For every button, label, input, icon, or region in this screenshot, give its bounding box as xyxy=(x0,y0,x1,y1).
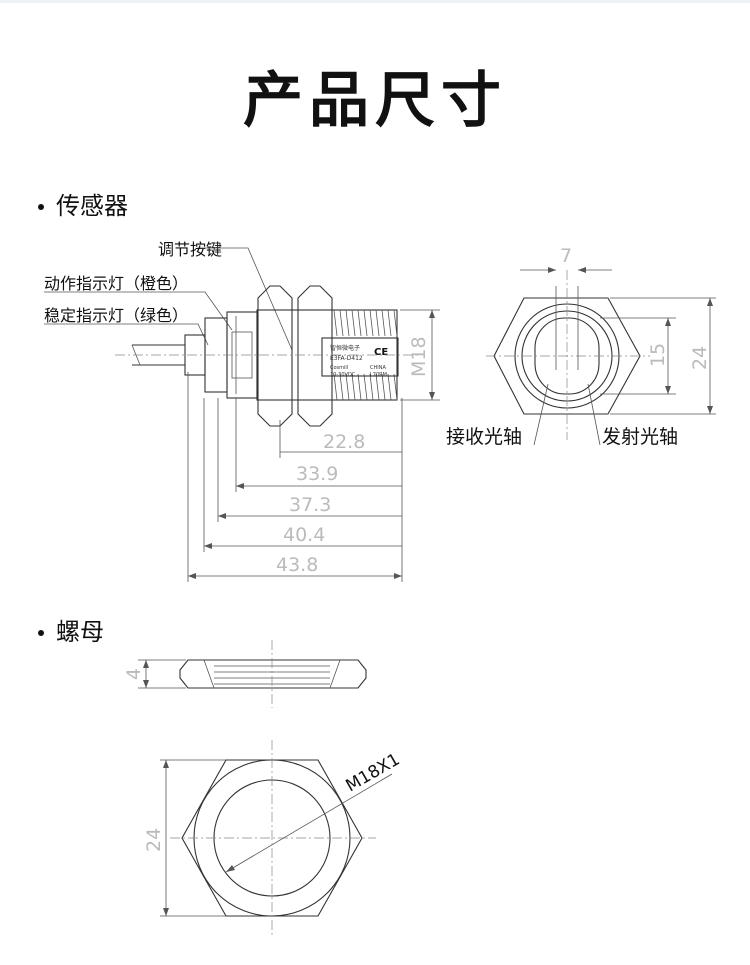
dim-nut-hex: 24 xyxy=(143,759,226,917)
thread-line xyxy=(363,309,368,337)
dim-24-text: 24 xyxy=(689,346,711,370)
plate-line5: 10-30VDC xyxy=(330,372,356,378)
section-sensor: 传感器 xyxy=(38,186,128,221)
label-plate: 智恒微电子 E3FA-D412 Cosmill CHINA 10-30VDC L… xyxy=(321,337,399,378)
section-nut-label: 螺母 xyxy=(56,618,104,646)
ce-mark: CE xyxy=(374,347,388,358)
dim-m18: M18 xyxy=(400,309,440,401)
thread-line xyxy=(393,309,398,337)
plate-line2: E3FA-D412 xyxy=(330,355,363,362)
page-title: 产品尺寸 xyxy=(243,66,507,136)
thread-line xyxy=(381,373,386,401)
thread-line xyxy=(381,309,386,337)
thread-line xyxy=(333,309,338,337)
callout-receive-axis: 接收光轴 xyxy=(446,426,523,448)
sensor-nut-2 xyxy=(297,285,333,427)
dim-nut-thread: M18X1 xyxy=(225,750,404,873)
callout-adjust-button: 调节按键 xyxy=(158,240,223,259)
dim-22-8: 22.8 xyxy=(323,431,365,453)
bullet-dot xyxy=(38,630,44,636)
thread-line xyxy=(357,309,362,337)
callout-leaders xyxy=(44,247,293,351)
dim-40-4: 40.4 xyxy=(283,524,325,546)
thread-line xyxy=(387,309,392,337)
callout-stable-indicator: 稳定指示灯（绿色） xyxy=(44,306,189,325)
thread-line xyxy=(363,373,368,401)
nut-front-view xyxy=(170,740,376,935)
axis-leaders xyxy=(533,383,601,446)
dim-m18x1-text: M18X1 xyxy=(343,750,404,797)
section-sensor-label: 传感器 xyxy=(56,192,128,220)
thread-line xyxy=(375,309,380,337)
section-nut: 螺母 xyxy=(38,612,104,647)
dim-33-9: 33.9 xyxy=(296,463,338,485)
thread-line xyxy=(345,373,350,401)
thread-line xyxy=(339,373,344,401)
sensor-thread-body xyxy=(256,309,398,401)
thread-line xyxy=(375,373,380,401)
callout-action-indicator: 动作指示灯（橙色） xyxy=(44,274,189,293)
plate-line1: 智恒微电子 xyxy=(330,344,360,352)
sensor-front-view xyxy=(486,270,650,440)
dim-15-text: 15 xyxy=(647,343,669,367)
thread-line xyxy=(333,373,338,401)
thread-line xyxy=(387,373,392,401)
thread-line xyxy=(369,309,374,337)
sensor-nut-1 xyxy=(257,285,293,427)
top-divider xyxy=(0,0,750,3)
plate-line6: L70RM xyxy=(370,372,387,378)
thread-line xyxy=(357,373,362,401)
thread-line xyxy=(369,373,374,401)
bullet-dot xyxy=(38,204,44,210)
thread-line xyxy=(351,373,356,401)
dim-gap: 7 xyxy=(520,245,612,273)
thread-line xyxy=(339,309,344,337)
dim-7-text: 7 xyxy=(560,245,572,267)
length-dimensions: 22.8 33.9 37.3 40.4 43.8 xyxy=(187,372,403,582)
dim-43-8: 43.8 xyxy=(276,554,318,576)
thread-line xyxy=(393,373,398,401)
dim-nut-24-text: 24 xyxy=(143,828,165,852)
thread-line xyxy=(351,309,356,337)
dim-nut-thickness: 4 xyxy=(123,659,186,689)
dim-4-text: 4 xyxy=(123,668,145,680)
dim-window-hex: 15 24 xyxy=(600,297,716,415)
dim-m18-text: M18 xyxy=(408,336,430,377)
dim-37-3: 37.3 xyxy=(289,494,331,516)
callout-emit-axis: 发射光轴 xyxy=(602,426,679,448)
plate-line3: Cosmill xyxy=(330,365,348,371)
plate-line4: CHINA xyxy=(370,365,386,371)
nut-side-view xyxy=(179,640,367,708)
thread-line xyxy=(345,309,350,337)
